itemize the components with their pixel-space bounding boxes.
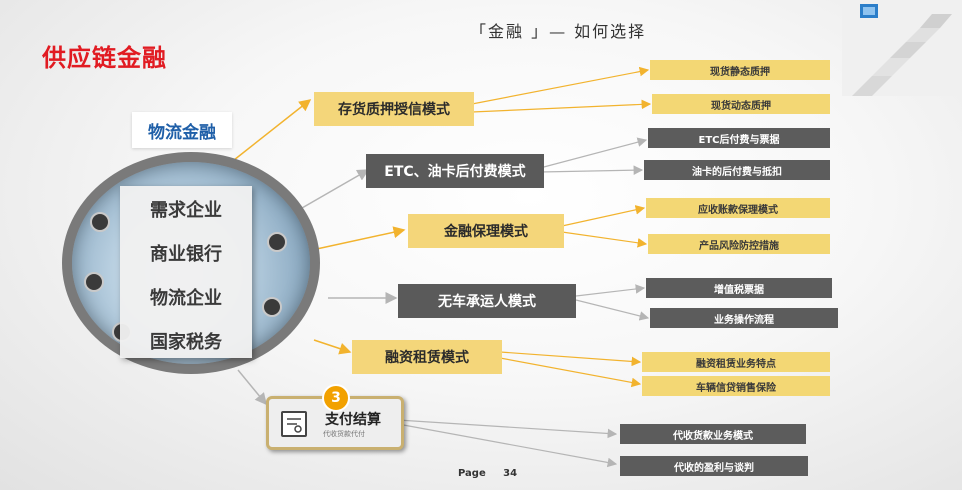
sub-risk-control: 产品风险防控措施 bbox=[648, 234, 830, 254]
page-label: Page bbox=[458, 468, 486, 479]
sub-leasing-features: 融资租赁业务特点 bbox=[642, 352, 830, 372]
arrow-to-mode-1 bbox=[233, 99, 312, 161]
stairs-decoration bbox=[842, 0, 962, 96]
slide-title: 供应链金融 bbox=[42, 44, 167, 72]
logistics-finance-label: 物流金融 bbox=[132, 112, 232, 148]
arrow-to-mode-3 bbox=[311, 226, 406, 251]
sub-dynamic-pledge: 现货动态质押 bbox=[652, 94, 830, 114]
sub-operation-flow: 业务操作流程 bbox=[650, 308, 838, 328]
mode-etc-oilcard: ETC、油卡后付费模式 bbox=[366, 154, 544, 188]
entity-commercial-bank: 商业银行 bbox=[150, 244, 222, 265]
mode-factoring: 金融保理模式 bbox=[408, 214, 564, 248]
sub-cod-model: 代收货款业务模式 bbox=[620, 424, 806, 444]
step-number-badge: 3 bbox=[322, 384, 350, 412]
sub-vehicle-credit: 车辆信贷销售保险 bbox=[642, 376, 830, 396]
entity-national-tax: 国家税务 bbox=[150, 332, 222, 353]
arrow-to-mode-5 bbox=[313, 339, 352, 355]
entities-panel: 需求企业 商业银行 物流企业 国家税务 bbox=[120, 186, 252, 358]
mode-carless-carrier: 无车承运人模式 bbox=[398, 284, 576, 318]
sub-static-pledge: 现货静态质押 bbox=[650, 60, 830, 80]
slide-header: 「金融 」— 如何选择 bbox=[470, 22, 647, 41]
entity-logistics-enterprise: 物流企业 bbox=[150, 288, 222, 309]
mode-inventory-pledge: 存货质押授信模式 bbox=[314, 92, 474, 126]
sub-oilcard-deduct: 油卡的后付费与抵扣 bbox=[644, 160, 830, 180]
sub-etc-bills: ETC后付费与票据 bbox=[648, 128, 830, 148]
sub-cod-profit: 代收的盈利与谈判 bbox=[620, 456, 808, 476]
entity-demand-enterprise: 需求企业 bbox=[150, 200, 222, 221]
arrow-to-payment bbox=[237, 369, 267, 406]
sub-receivables-factoring: 应收账款保理模式 bbox=[646, 198, 830, 218]
page-footer: Page 34 bbox=[458, 468, 517, 479]
mode-financial-leasing: 融资租赁模式 bbox=[352, 340, 502, 374]
arrow-to-mode-2 bbox=[301, 169, 370, 209]
payment-title: 支付结算 bbox=[325, 412, 381, 428]
payment-subtitle: 代收货款代付 bbox=[323, 430, 365, 438]
sub-vat-invoice: 增值税票据 bbox=[646, 278, 832, 298]
document-icon bbox=[281, 411, 307, 437]
page-number: 34 bbox=[503, 468, 518, 479]
